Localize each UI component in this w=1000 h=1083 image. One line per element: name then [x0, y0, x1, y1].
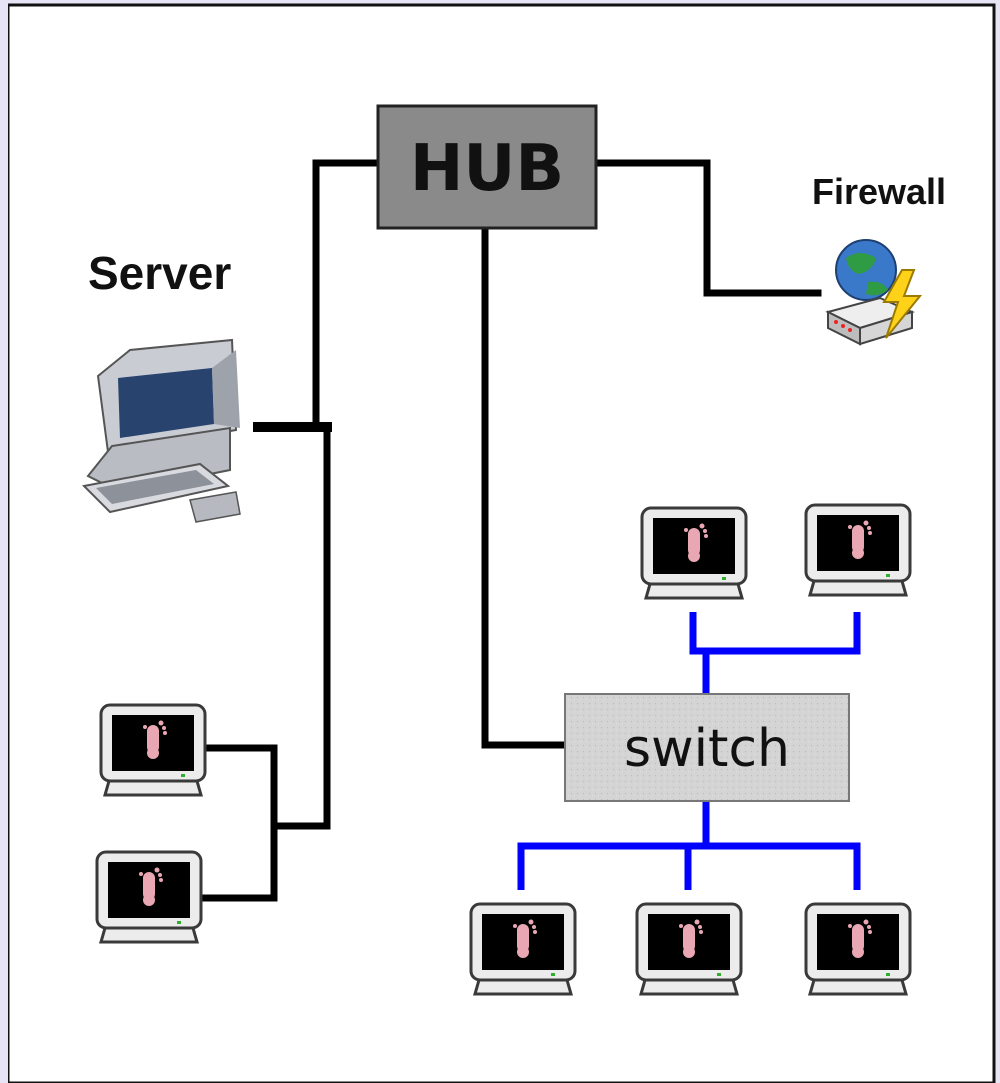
server-label: Server [88, 247, 231, 299]
desktop-computer-icon [81, 338, 241, 523]
firewall-label: Firewall [812, 171, 946, 212]
hub-label: HUB [410, 132, 564, 206]
blue-wires [517, 612, 861, 890]
workstation-bottom-3 [804, 902, 912, 996]
workstation-bottom-1 [469, 902, 577, 996]
switch-box: switch [564, 693, 850, 802]
workstation-bottom-2 [635, 902, 743, 996]
workstation-top-2 [804, 503, 912, 597]
workstation-left-top [99, 703, 207, 797]
hub-box: HUB [376, 104, 598, 230]
network-globe-router-icon [825, 239, 923, 346]
switch-label: switch [624, 719, 790, 779]
black-wires [197, 159, 822, 902]
workstation-top-1 [640, 506, 748, 600]
workstation-left-bottom [95, 850, 203, 944]
